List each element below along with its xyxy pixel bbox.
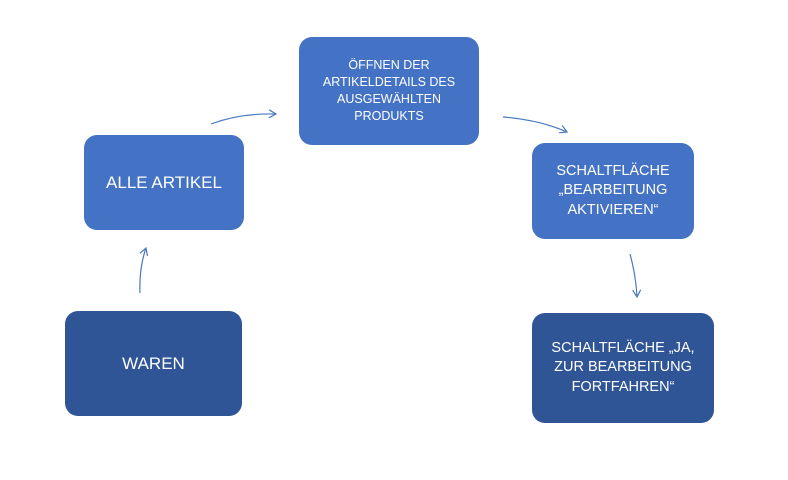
arrow-bearbeitung-to-ja-fortfahren [629,253,642,299]
node-ja-fortfahren-label: SCHALTFLÄCHE „JA, ZUR BEARBEITUNG FORTFA… [551,339,695,395]
arrow-alle-artikel-to-artikeldetails [210,109,278,125]
node-alle-artikel-label: ALLE ARTIKEL [106,172,222,192]
node-waren: WAREN [65,311,242,416]
node-bearbeitung-aktivieren: SCHALTFLÄCHE „BEARBEITUNG AKTIVIEREN“ [532,143,694,239]
node-waren-label: WAREN [122,353,185,373]
node-alle-artikel: ALLE ARTIKEL [84,135,244,230]
node-bearbeitung-aktivieren-label: SCHALTFLÄCHE „BEARBEITUNG AKTIVIEREN“ [556,162,670,218]
node-artikeldetails-label: ÖFFNEN DER ARTIKELDETAILS DES AUSGEWÄHLT… [322,58,456,123]
node-artikeldetails: ÖFFNEN DER ARTIKELDETAILS DES AUSGEWÄHLT… [299,37,479,145]
node-ja-fortfahren: SCHALTFLÄCHE „JA, ZUR BEARBEITUNG FORTFA… [532,313,714,423]
arrow-waren-to-alle-artikel [139,246,149,294]
arrow-artikeldetails-to-bearbeitung [502,116,569,134]
